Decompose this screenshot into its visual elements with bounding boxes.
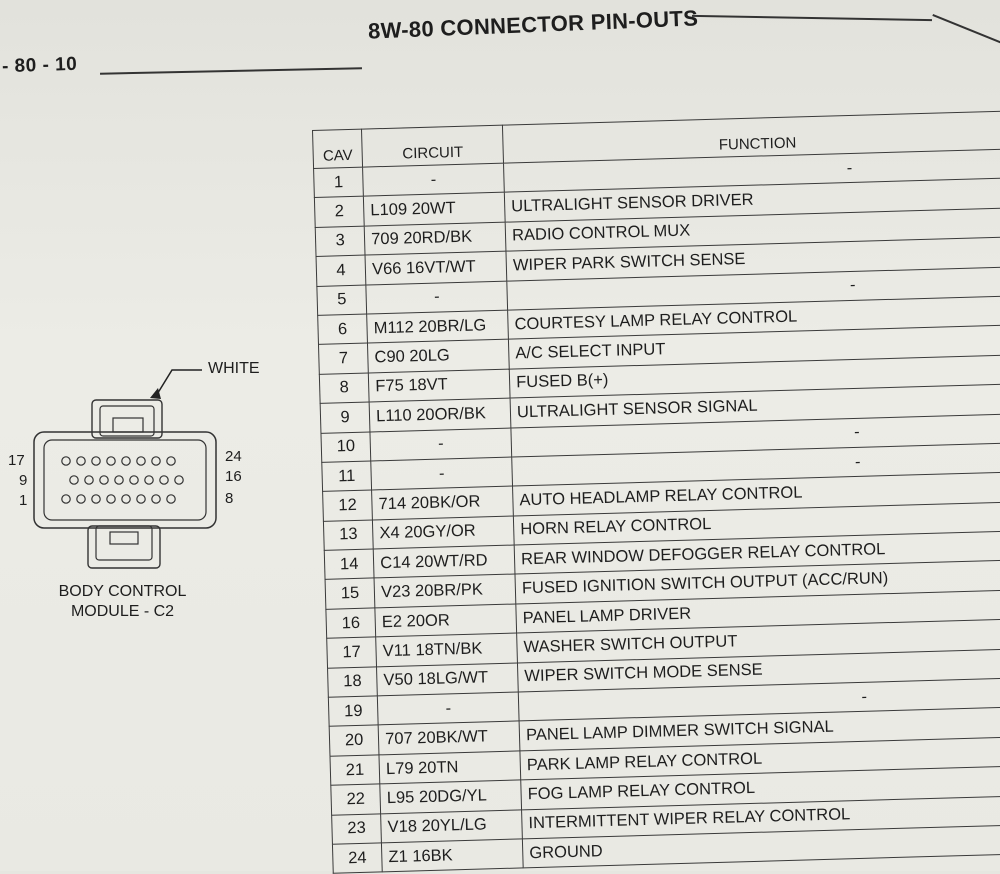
cav-cell: 10 [320,431,371,463]
pin-cavity [76,494,86,504]
circuit-cell: - [365,280,508,314]
header-rule-right [692,14,932,22]
module-label-line1: BODY CONTROL [58,583,187,600]
page-number: - 80 - 10 [1,53,78,78]
circuit-cell: L95 20DG/YL [379,780,522,814]
circuit-cell: - [370,456,513,491]
cav-cell: 15 [325,578,376,610]
pin-cavity [84,475,94,485]
circuit-cell: V18 20YL/LG [380,809,523,843]
pin-cavity [106,456,116,466]
cav-cell: 11 [321,460,372,492]
cav-cell: 21 [329,754,380,786]
header-cav: CAV [312,129,363,169]
circuit-cell: 709 20RD/BK [364,221,507,256]
circuit-cell: X4 20GY/OR [372,515,515,550]
header-circuit: CIRCUIT [361,125,504,168]
cav-cell: 2 [314,196,365,228]
pin-label-24: 24 [225,448,242,465]
module-label: BODY CONTROL MODULE - C2 [40,582,205,622]
circuit-cell: F75 18VT [368,368,511,403]
cav-cell: 22 [330,784,381,815]
cav-cell: 17 [326,637,377,668]
pin-cavity [159,475,169,485]
circuit-cell: V50 18LG/WT [376,662,519,696]
pin-cavity [151,456,161,466]
pin-cavity [61,456,71,466]
circuit-cell: C90 20LG [367,339,510,373]
pin-cavity [99,475,109,485]
header-rule-right-curve [932,14,1000,44]
circuit-cell: V11 18TN/BK [375,633,518,667]
cav-cell: 18 [327,666,378,698]
cav-cell: 16 [325,607,376,639]
pin-cavity [91,494,101,504]
page-title: 8W-80 CONNECTOR PIN-OUTS [367,5,699,44]
circuit-cell: - [370,427,512,461]
circuit-cell: - [377,691,520,726]
pin-grid [61,456,184,504]
circuit-cell: L110 20OR/BK [369,398,511,432]
pin-cavity [151,494,161,504]
cav-cell: 12 [322,490,373,522]
header-rule-left [100,67,362,75]
cav-cell: 24 [332,842,383,874]
pin-label-17: 17 [8,452,25,469]
pin-cavity [121,494,131,504]
connector-color-label: WHITE [208,360,260,377]
pin-label-1: 1 [19,492,28,509]
circuit-cell: L109 20WT [363,192,506,226]
cav-cell: 13 [323,519,374,551]
cav-cell: 7 [318,343,369,375]
circuit-cell: Z1 16BK [381,838,524,873]
pin-cavity [106,494,116,504]
cav-cell: 23 [331,813,382,845]
cav-cell: 4 [316,255,366,286]
circuit-cell: L79 20TN [379,750,521,785]
cav-cell: 1 [313,167,364,198]
circuit-cell: E2 20OR [375,603,517,638]
pin-cavity [69,475,79,485]
pin-cavity [61,494,71,504]
cav-cell: 6 [317,313,368,345]
cav-cell: 14 [324,549,375,580]
cav-cell: 9 [320,402,371,433]
cav-cell: 20 [329,725,380,757]
pin-cavity [121,456,131,466]
pin-label-9: 9 [19,472,28,489]
connector-diagram: WHITE 17 9 1 24 16 8 BODY CONTROL MODULE… [0,340,300,640]
pin-cavity [166,494,176,504]
pin-label-16: 16 [225,468,242,485]
pin-cavity [114,475,124,485]
cav-cell: 8 [319,372,370,404]
module-label-line2: MODULE - C2 [70,603,175,620]
circuit-cell: M112 20BR/LG [366,310,509,344]
cav-cell: 5 [316,284,367,316]
pin-cavity [76,456,86,466]
pin-cavity [144,475,154,485]
pin-cavity [136,456,146,466]
circuit-cell: 714 20BK/OR [371,486,514,520]
pin-cavity [91,456,101,466]
connector-outline [33,369,217,569]
cav-cell: 3 [315,225,366,257]
circuit-cell: 707 20BK/WT [378,721,520,755]
pin-cavity [136,494,146,504]
circuit-cell: - [362,163,505,197]
circuit-cell: C14 20WT/RD [373,545,516,579]
pin-cavity [174,475,184,485]
pin-cavity [129,475,139,485]
cav-cell: 19 [328,695,379,727]
circuit-cell: V66 16VT/WT [365,251,507,285]
pin-label-8: 8 [225,490,234,507]
pin-cavity [166,456,176,466]
circuit-cell: V23 20BR/PK [374,574,516,608]
